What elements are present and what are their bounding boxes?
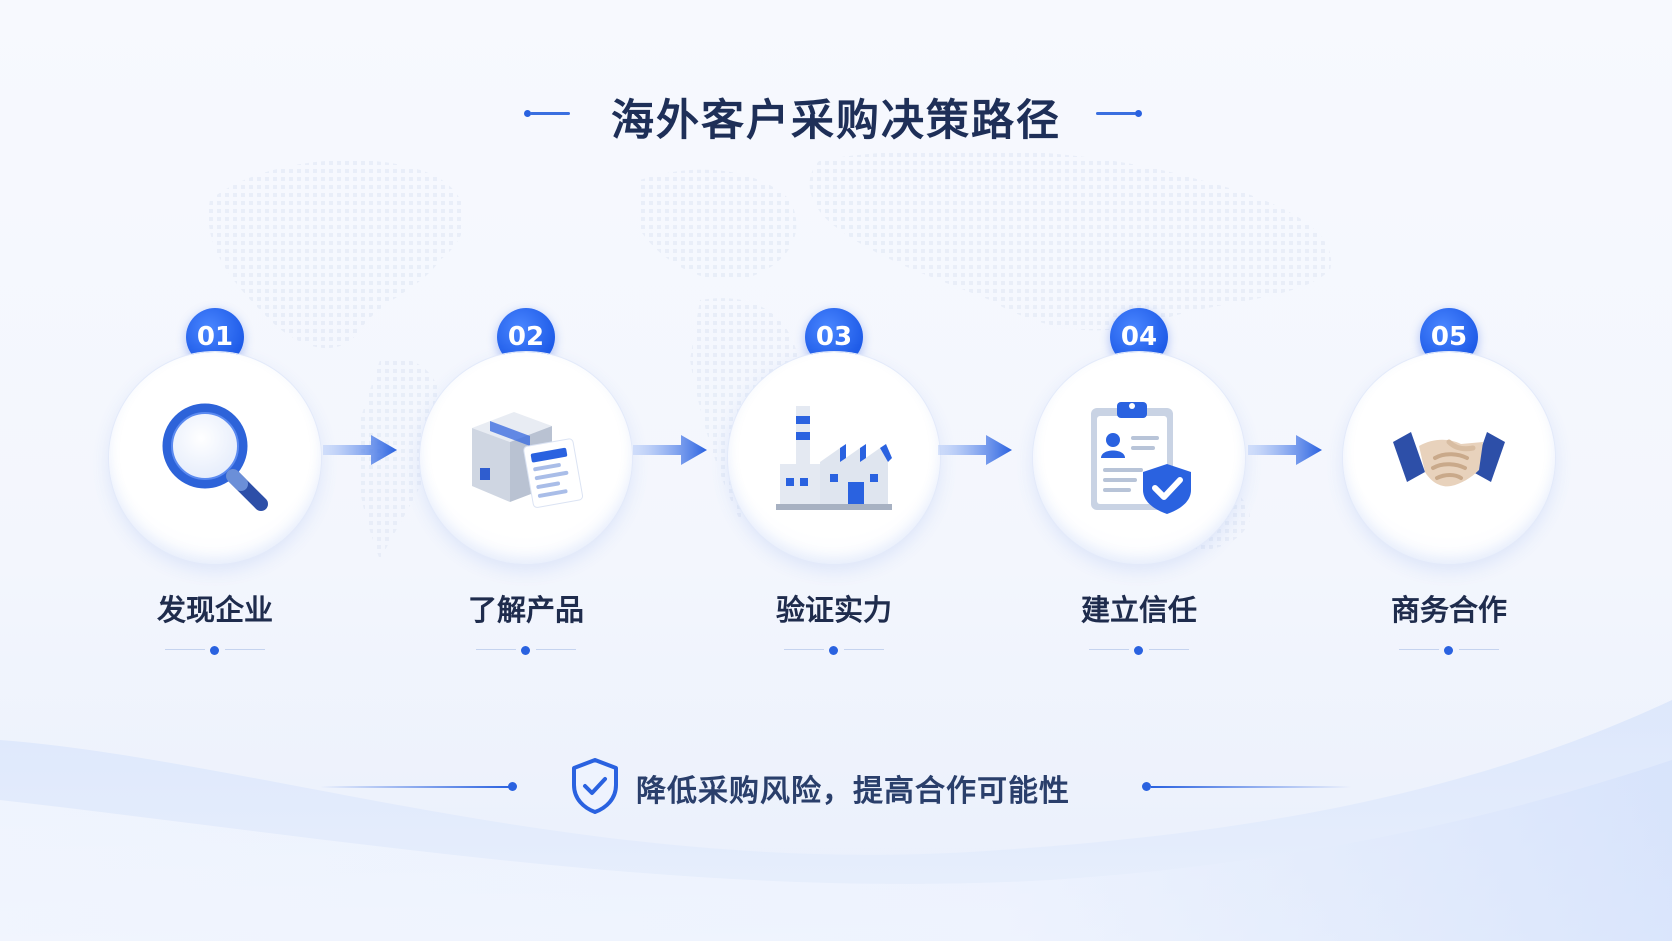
step-label: 验证实力 [775, 593, 892, 627]
step-icon-circle [1033, 352, 1245, 564]
step-5: 05 商务合作 [1329, 300, 1569, 670]
handshake-icon [1393, 432, 1505, 487]
title-decoration-right [1096, 110, 1142, 117]
step-underline [1089, 646, 1189, 655]
step-2: 02 了解产品 [406, 300, 646, 670]
page-title: 海外客户采购决策路径 [611, 96, 1061, 146]
step-label: 建立信任 [1080, 593, 1197, 627]
footer-text: 降低采购风险，提高合作可能性 [636, 774, 1070, 809]
step-underline [476, 646, 576, 655]
step-icon-circle [728, 352, 940, 564]
arrow-right-icon [323, 435, 397, 465]
step-1: 01 发现企业 [95, 300, 335, 670]
title-decoration-left [524, 110, 570, 117]
step-underline [1399, 646, 1499, 655]
step-underline [165, 646, 265, 655]
step-label: 发现企业 [156, 593, 273, 627]
magnifier-icon [162, 403, 268, 511]
step-label: 商务合作 [1390, 593, 1507, 627]
step-3: 03 验证实力 [714, 300, 954, 670]
step-icon-circle [109, 352, 321, 564]
title-area: 海外客户采购决策路径 [0, 78, 1672, 148]
footer-line-right [1151, 786, 1351, 788]
product-box-document-icon [472, 412, 584, 508]
arrow-right-icon [633, 435, 707, 465]
shield-check-icon [572, 758, 618, 814]
step-label: 了解产品 [467, 593, 584, 627]
step-underline [784, 646, 884, 655]
footer-dot-right [1142, 782, 1151, 791]
step-icon-circle [420, 352, 632, 564]
clipboard-shield-icon [1091, 402, 1191, 514]
footer-line-left [320, 786, 510, 788]
step-number-badge: 03 [805, 308, 863, 366]
arrow-right-icon [1248, 435, 1322, 465]
footer-tagline: 降低采购风险，提高合作可能性 [0, 752, 1672, 814]
step-4: 04 建立信任 [1019, 300, 1259, 670]
arrow-right-icon [938, 435, 1012, 465]
footer-dot-left [508, 782, 517, 791]
factory-icon [776, 406, 892, 510]
step-icon-circle [1343, 352, 1555, 564]
